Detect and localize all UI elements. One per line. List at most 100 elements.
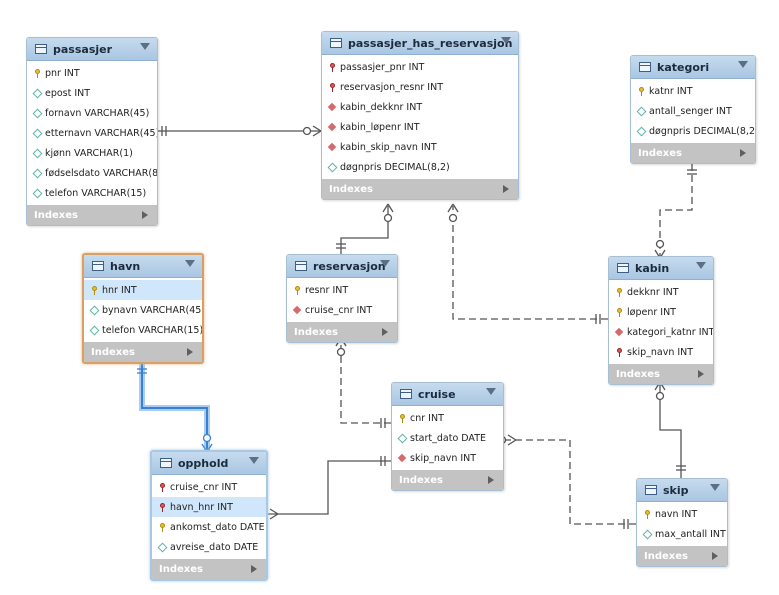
column-row[interactable]: navn INT	[637, 504, 727, 524]
column-icon	[90, 306, 99, 315]
column-row[interactable]: kabin_løpenr INT	[322, 117, 518, 137]
column-row[interactable]: kategori_katnr INT	[609, 322, 713, 342]
table-header[interactable]: reservasjon	[287, 255, 397, 278]
column-row[interactable]: havn_hnr INT	[152, 497, 266, 517]
column-label: døgnpris DECIMAL(8,2)	[649, 125, 756, 137]
column-row[interactable]: antall_senger INT	[631, 101, 755, 121]
column-row[interactable]: cruise_cnr INT	[287, 300, 397, 320]
table-cruise[interactable]: cruise cnr INT start_dato DATE skip_navn I…	[391, 382, 504, 491]
column-label: cruise_cnr INT	[305, 304, 373, 316]
column-row[interactable]: passasjer_pnr INT	[322, 57, 518, 77]
table-skip[interactable]: skip navn INT max_antall INT Indexes	[636, 478, 728, 567]
column-row[interactable]: dekknr INT	[609, 282, 713, 302]
column-row[interactable]: telefon VARCHAR(15)	[84, 320, 202, 340]
table-header[interactable]: skip	[637, 479, 727, 502]
many-marker	[507, 434, 517, 441]
table-passasjer-has-reservasjon[interactable]: passasjer_has_reservasjon passasjer_pnr …	[321, 31, 519, 200]
indexes-section[interactable]: Indexes	[27, 205, 157, 225]
column-row[interactable]: start_dato DATE	[392, 428, 503, 448]
table-header[interactable]: opphold	[152, 452, 266, 475]
column-row[interactable]: pnr INT	[27, 63, 157, 83]
indexes-section[interactable]: Indexes	[287, 322, 397, 342]
chevron-down-icon[interactable]	[501, 37, 511, 44]
indexes-section[interactable]: Indexes	[84, 342, 202, 362]
chevron-right-icon[interactable]	[712, 552, 718, 560]
column-label: løpenr INT	[627, 306, 676, 318]
chevron-right-icon[interactable]	[488, 476, 494, 484]
column-row[interactable]: bynavn VARCHAR(45)	[84, 300, 202, 320]
many-marker	[312, 125, 322, 132]
table-kabin[interactable]: kabin dekknr INT løpenr INT kategori_katnr…	[608, 256, 714, 385]
column-row[interactable]: katnr INT	[631, 81, 755, 101]
chevron-right-icon[interactable]	[251, 565, 257, 573]
indexes-section[interactable]: Indexes	[322, 179, 518, 199]
chevron-right-icon[interactable]	[142, 211, 148, 219]
chevron-down-icon[interactable]	[249, 457, 259, 464]
chevron-down-icon[interactable]	[738, 61, 748, 68]
column-row[interactable]: fødselsdato VARCHAR(8)	[27, 163, 157, 183]
chevron-down-icon[interactable]	[140, 43, 150, 50]
column-row[interactable]: døgnpris DECIMAL(8,2)	[322, 157, 518, 177]
column-row[interactable]: skip_navn INT	[609, 342, 713, 362]
column-label: start_dato DATE	[410, 432, 486, 444]
optional-marker	[202, 433, 212, 443]
column-row[interactable]: hnr INT	[84, 280, 202, 300]
table-reservasjon[interactable]: reservasjon resnr INT cruise_cnr INT Inde…	[286, 254, 398, 343]
column-row[interactable]: fornavn VARCHAR(45)	[27, 103, 157, 123]
foreign-primary-key-icon	[328, 82, 337, 92]
chevron-right-icon[interactable]	[740, 149, 746, 157]
column-row[interactable]: skip_navn INT	[392, 448, 503, 468]
table-name: skip	[663, 483, 689, 497]
relationship-glow	[139, 363, 210, 450]
column-row[interactable]: epost INT	[27, 83, 157, 103]
chevron-right-icon[interactable]	[382, 328, 388, 336]
column-row[interactable]: kabin_dekknr INT	[322, 97, 518, 117]
foreign-primary-key-icon	[158, 502, 167, 512]
chevron-right-icon[interactable]	[503, 185, 509, 193]
column-row[interactable]: løpenr INT	[609, 302, 713, 322]
column-row[interactable]: telefon VARCHAR(15)	[27, 183, 157, 203]
column-row[interactable]: cruise_cnr INT	[152, 477, 266, 497]
optional-marker	[336, 347, 346, 357]
column-row[interactable]: max_antall INT	[637, 524, 727, 544]
chevron-down-icon[interactable]	[486, 388, 496, 395]
column-row[interactable]: reservasjon_resnr INT	[322, 77, 518, 97]
indexes-section[interactable]: Indexes	[152, 559, 266, 579]
table-header[interactable]: passasjer	[27, 38, 157, 61]
column-label: telefon VARCHAR(15)	[102, 324, 204, 336]
table-header[interactable]: havn	[84, 255, 202, 278]
table-header[interactable]: passasjer_has_reservasjon	[322, 32, 518, 55]
column-label: max_antall INT	[655, 528, 726, 540]
indexes-section[interactable]: Indexes	[637, 546, 727, 566]
column-row[interactable]: kabin_skip_navn INT	[322, 137, 518, 157]
chevron-down-icon[interactable]	[185, 260, 195, 267]
indexes-section[interactable]: Indexes	[631, 143, 755, 163]
foreign-primary-key-icon	[615, 347, 624, 357]
column-row[interactable]: døgnpris DECIMAL(8,2)	[631, 121, 755, 141]
indexes-section[interactable]: Indexes	[392, 470, 503, 490]
table-header[interactable]: cruise	[392, 383, 503, 406]
primary-key-icon	[293, 285, 302, 295]
column-icon	[643, 530, 652, 539]
table-name: kategori	[657, 60, 710, 74]
chevron-down-icon[interactable]	[380, 260, 390, 267]
primary-key-icon	[615, 287, 624, 297]
chevron-down-icon[interactable]	[710, 484, 720, 491]
column-row[interactable]: etternavn VARCHAR(45)	[27, 123, 157, 143]
table-header[interactable]: kabin	[609, 257, 713, 280]
column-row[interactable]: avreise_dato DATE	[152, 537, 266, 557]
table-header[interactable]: kategori	[631, 56, 755, 79]
chevron-right-icon[interactable]	[698, 370, 704, 378]
chevron-down-icon[interactable]	[696, 262, 706, 269]
column-row[interactable]: cnr INT	[392, 408, 503, 428]
indexes-section[interactable]: Indexes	[609, 364, 713, 384]
column-icon	[637, 107, 646, 116]
column-row[interactable]: resnr INT	[287, 280, 397, 300]
column-row[interactable]: ankomst_dato DATE	[152, 517, 266, 537]
column-row[interactable]: kjønn VARCHAR(1)	[27, 143, 157, 163]
chevron-right-icon[interactable]	[187, 348, 193, 356]
